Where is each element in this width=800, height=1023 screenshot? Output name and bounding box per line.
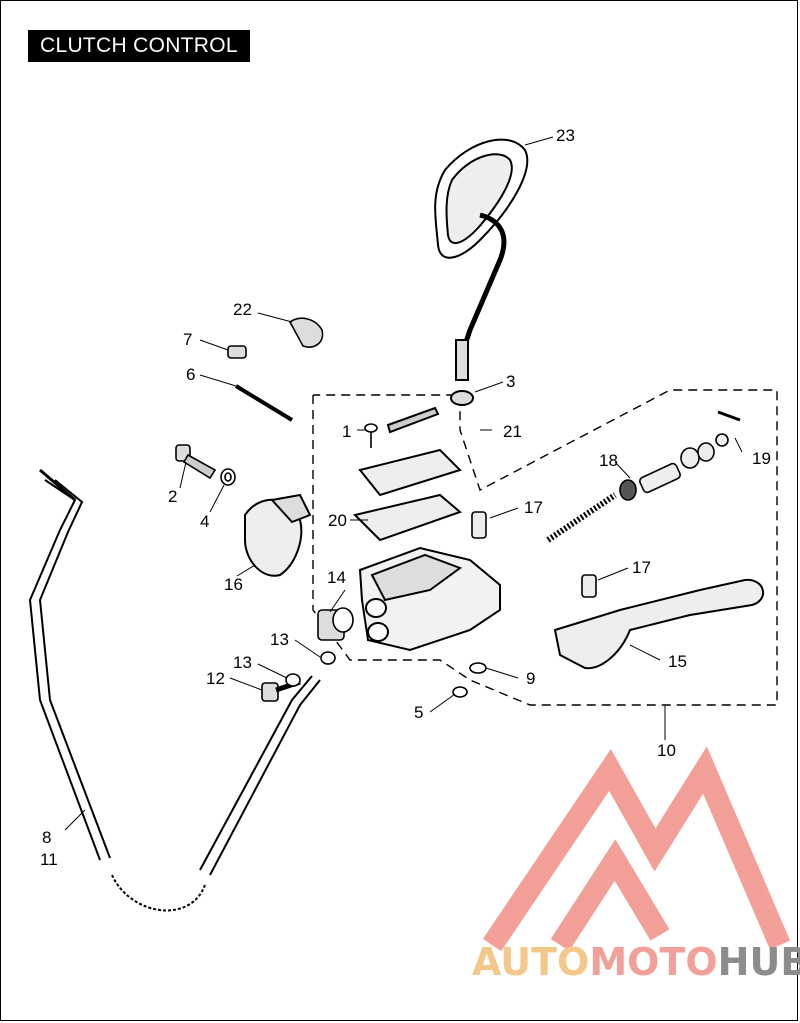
callout-7: 7 [183, 330, 192, 349]
callout-10: 10 [657, 741, 676, 760]
callout-5: 5 [414, 703, 423, 722]
callout-18: 18 [599, 451, 618, 470]
callout-13b: 13 [233, 653, 252, 672]
callout-16: 16 [224, 575, 243, 594]
clutch-hose [28, 468, 321, 912]
callout-11: 11 [40, 850, 58, 869]
callout-6: 6 [186, 365, 195, 384]
callout-1: 1 [342, 422, 351, 441]
callout-3: 3 [506, 372, 515, 391]
callout-23: 23 [556, 126, 575, 145]
watermark-moto: MOTO [589, 940, 717, 984]
callout-12: 12 [206, 669, 225, 688]
mirror [434, 138, 529, 406]
callouts: 1 2 3 4 5 6 7 8 11 9 10 12 13 13 14 15 1… [40, 126, 771, 869]
piston-assembly [546, 410, 741, 543]
callout-13a: 13 [270, 630, 289, 649]
handlebar-clamp [244, 493, 312, 577]
callout-19: 19 [752, 449, 771, 468]
callout-4: 4 [200, 512, 209, 531]
callout-17b: 17 [632, 558, 651, 577]
callout-8: 8 [42, 828, 51, 847]
watermark-auto: AUTO [472, 940, 589, 984]
small-parts [175, 317, 597, 702]
master-cylinder [353, 406, 501, 652]
callout-17a: 17 [524, 498, 543, 517]
callout-15: 15 [668, 652, 687, 671]
watermark-hub: HUB [718, 940, 800, 984]
clutch-lever [553, 578, 764, 670]
watermark-logo [482, 746, 791, 952]
callout-21: 21 [503, 422, 522, 441]
callout-20: 20 [328, 511, 347, 530]
watermark-text: AUTOMOTOHUB [472, 940, 800, 984]
leader-lines [64, 136, 743, 831]
callout-2: 2 [168, 487, 177, 506]
diagram-title: CLUTCH CONTROL [28, 30, 250, 62]
callout-14: 14 [327, 568, 346, 587]
callout-9: 9 [526, 669, 535, 688]
callout-22: 22 [233, 300, 252, 319]
assembly-outline [312, 389, 778, 706]
